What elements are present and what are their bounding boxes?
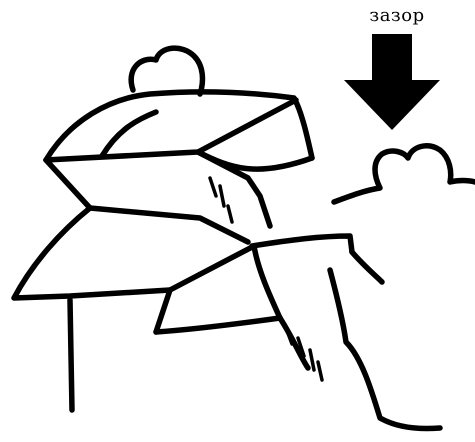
gap-label: зазор [352,6,442,26]
right-box-side [352,252,382,282]
right-box-corner [156,290,170,332]
fiber-mark-6 [310,350,314,370]
upper-top-outline [46,92,312,160]
upper-inner-edge [198,152,270,226]
fiber-mark-7 [318,362,322,380]
right-box-bottom [156,318,280,332]
lower-leg-stroke [70,300,72,410]
right-box [156,236,440,429]
separated-piece [334,146,475,202]
upper-shell [46,48,312,226]
lower-mid-fold [90,208,248,242]
upper-flap-top [46,100,296,160]
head-bump-outline [131,48,202,94]
arrow-down-icon [344,34,440,130]
separated-piece-top [334,146,475,202]
fiber-mark-1 [210,178,216,196]
upper-inner-crease-1 [102,112,156,156]
gap-arrow [344,34,440,130]
lower-left-outline [14,208,170,298]
right-box-top [252,236,352,252]
right-box-inner-curve [330,270,440,429]
right-box-drop [280,318,308,368]
fiber-mark-2 [220,186,224,206]
fiber-mark-3 [228,206,232,222]
right-box-front [170,246,280,318]
upper-inner-crease-2 [46,160,90,208]
lower-shell [14,208,248,410]
